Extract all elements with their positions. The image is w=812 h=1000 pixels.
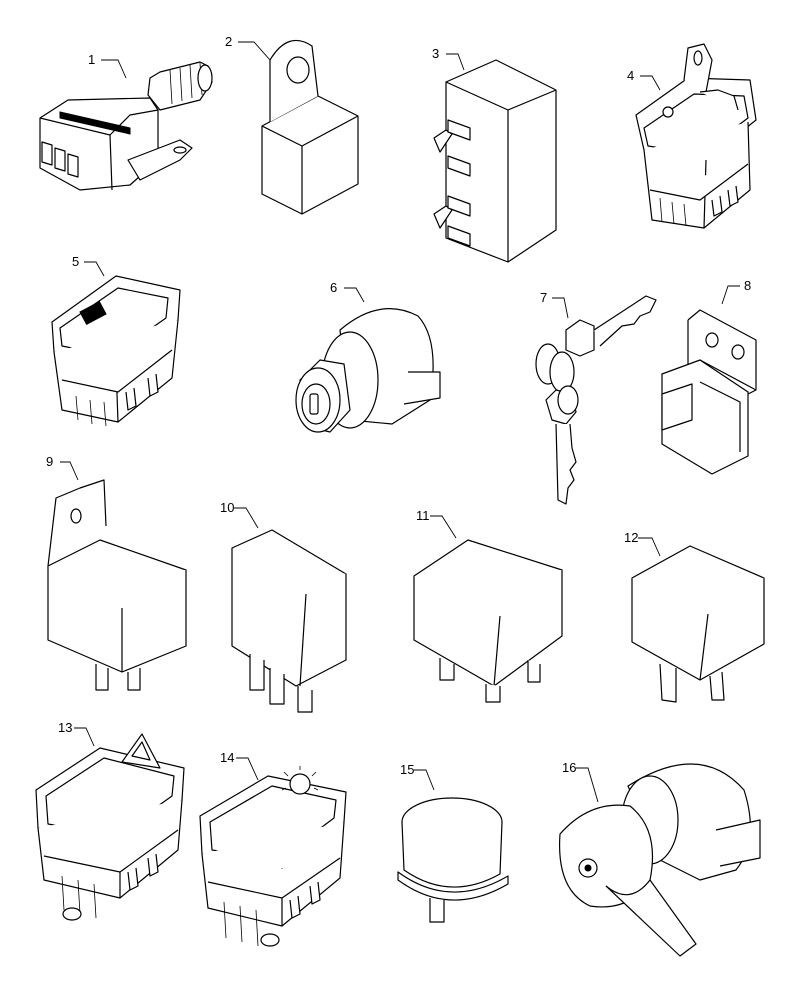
part-16-rotary-switch[interactable]: 16 — [558, 760, 761, 957]
part-15-flasher-unit[interactable]: 15 — [397, 762, 509, 923]
callout-8: 8 — [744, 278, 751, 293]
part-6-ignition-switch[interactable]: 6 — [295, 280, 441, 433]
part-12-relay[interactable]: 12 — [624, 530, 765, 703]
callout-7: 7 — [540, 290, 547, 305]
callout-10: 10 — [220, 500, 234, 515]
callout-5: 5 — [72, 254, 79, 269]
callout-3: 3 — [432, 46, 439, 61]
part-9-relay-bracket[interactable]: 9 — [46, 454, 187, 691]
part-4-rocker-switch-lockout[interactable]: 4 — [627, 43, 757, 229]
part-14-work-light-switch[interactable]: 14 — [199, 750, 347, 947]
part-13-hazard-switch[interactable]: 13 — [35, 720, 185, 921]
part-10-relay[interactable]: 10 — [220, 500, 347, 713]
callout-1: 1 — [88, 52, 95, 67]
callout-14: 14 — [220, 750, 234, 765]
part-8-relay-mount[interactable]: 8 — [661, 278, 757, 475]
part-7-key-set[interactable]: 7 — [535, 290, 657, 505]
callout-9: 9 — [46, 454, 53, 469]
callout-2: 2 — [225, 34, 232, 49]
callout-6: 6 — [330, 280, 337, 295]
part-3-control-module[interactable]: 3 — [432, 46, 557, 263]
callout-11: 11 — [416, 508, 430, 523]
callout-4: 4 — [627, 68, 634, 83]
part-1-pressure-switch[interactable]: 1 — [39, 52, 213, 191]
part-2-relay-bracket[interactable]: 2 — [225, 34, 359, 215]
part-5-rocker-switch[interactable]: 5 — [51, 254, 181, 427]
callout-15: 15 — [400, 762, 414, 777]
callout-13: 13 — [58, 720, 72, 735]
callout-12: 12 — [624, 530, 638, 545]
part-11-relay[interactable]: 11 — [413, 508, 563, 703]
callout-16: 16 — [562, 760, 576, 775]
